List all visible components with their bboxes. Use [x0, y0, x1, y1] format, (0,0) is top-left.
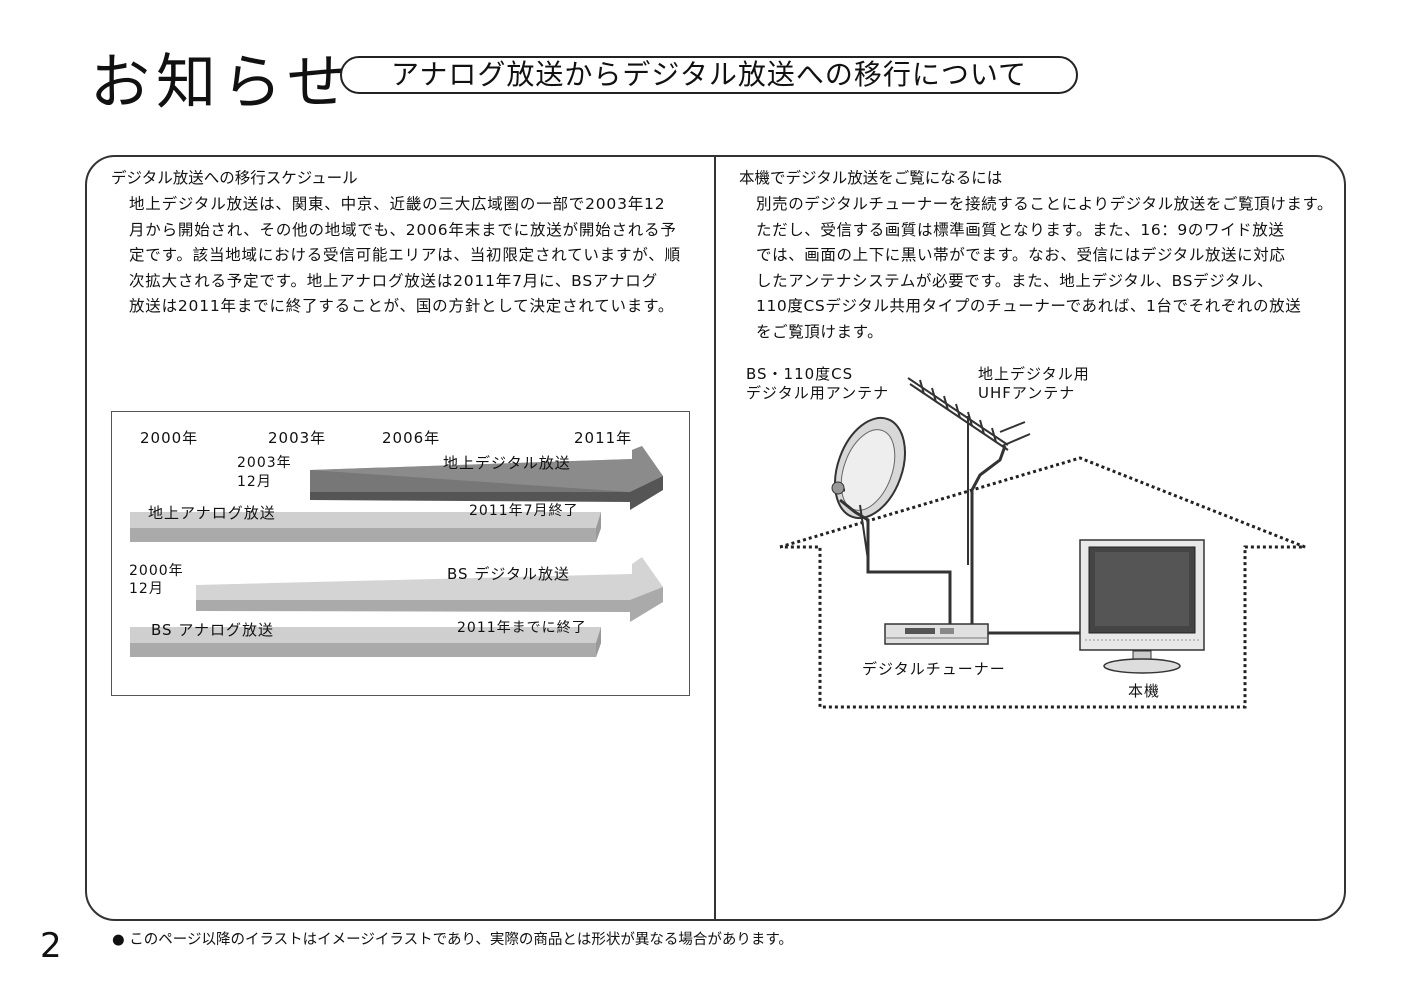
bs-analog-label: BS アナログ放送 [151, 621, 275, 639]
page-number: 2 [40, 926, 62, 966]
terrestrial-digital-start-month: 12月 [237, 474, 272, 490]
timeline-year: 2006年 [382, 429, 441, 447]
right-paragraph-line: 110度CSデジタル共用タイプのチューナーであれば、1台でそれぞれの放送 [756, 297, 1302, 315]
left-paragraph-line: 月から開始され、その他の地域でも、2006年末までに放送が開始される予 [129, 220, 677, 239]
terrestrial-analog-bar [130, 512, 601, 528]
column-divider [714, 156, 716, 920]
bs-digital-arrow [196, 557, 663, 617]
right-paragraph: 別売のデジタルチューナーを接続することによりデジタル放送をご覧頂けます。 ただし… [756, 192, 1334, 345]
left-paragraph-line: 次拡大される予定です。地上アナログ放送は2011年7月に、BSアナログ [129, 271, 658, 290]
timeline-year: 2003年 [268, 429, 327, 447]
bs-digital-start-year: 2000年 [129, 563, 184, 579]
tv-label: 本機 [1128, 682, 1161, 700]
bs-digital-label: BS デジタル放送 [447, 565, 571, 583]
tuner-label: デジタルチューナー [862, 660, 1006, 678]
dish-antenna-label-line2: デジタル用アンテナ [746, 384, 890, 402]
left-paragraph: 地上デジタル放送は、関東、中京、近畿の三大広域圏の一部で2003年12 月から開… [129, 192, 699, 320]
right-paragraph-line: をご覧頂けます。 [756, 322, 884, 341]
right-paragraph-line: では、画面の上下に黒い帯がでます。なお、受信にはデジタル放送に対応 [756, 246, 1286, 264]
antenna-diagram [779, 377, 1306, 709]
timeline-arrows [130, 446, 663, 657]
uhf-antenna-label-line2: UHFアンテナ [978, 384, 1076, 402]
dish-antenna-label-line1: BS・110度CS [746, 365, 854, 383]
left-paragraph-line: 放送は2011年までに終了することが、国の方針として決定されています。 [129, 297, 675, 315]
right-paragraph-line: 別売のデジタルチューナーを接続することによりデジタル放送をご覧頂けます。 [756, 195, 1334, 213]
uhf-antenna-icon [907, 377, 1031, 565]
tv-icon [1079, 539, 1205, 674]
page-title: お知らせ [90, 48, 353, 118]
terrestrial-analog-label: 地上アナログ放送 [148, 504, 276, 522]
page-subtitle: アナログ放送からデジタル放送への移行について [340, 56, 1078, 94]
left-paragraph-line: 定です。該当地域における受信可能エリアは、当初限定されていますが、順 [129, 246, 681, 264]
timeline-diagram: 2000年 2003年 2006年 2011年 2003年 12月 地上デジタル… [111, 411, 690, 696]
terrestrial-digital-label: 地上デジタル放送 [443, 454, 571, 472]
footnote: ● このページ以降のイラストはイメージイラストであり、実際の商品とは形状が異なる… [112, 932, 793, 948]
uhf-cable [970, 445, 1007, 633]
timeline-year: 2011年 [574, 429, 633, 447]
bs-digital-start-month: 12月 [129, 581, 164, 597]
digital-tuner-icon [884, 623, 989, 645]
left-heading: デジタル放送への移行スケジュール [111, 169, 358, 187]
timeline-year: 2000年 [140, 429, 199, 447]
bs-analog-bar [130, 627, 601, 643]
dish-antenna-icon [831, 416, 906, 561]
house-outline [779, 456, 1306, 709]
right-paragraph-line: したアンテナシステムが必要です。また、地上デジタル、BSデジタル、 [756, 271, 1274, 290]
terrestrial-digital-start-year: 2003年 [237, 455, 292, 471]
dish-cable [839, 498, 952, 633]
bs-analog-end: 2011年までに終了 [457, 620, 587, 636]
left-paragraph-line: 地上デジタル放送は、関東、中京、近畿の三大広域圏の一部で2003年12 [129, 195, 666, 213]
right-paragraph-line: ただし、受信する画質は標準画質となります。また、16：9のワイド放送 [756, 220, 1285, 239]
right-heading: 本機でデジタル放送をご覧になるには [739, 169, 1003, 187]
terrestrial-analog-end: 2011年7月終了 [469, 503, 579, 519]
uhf-antenna-label-line1: 地上デジタル用 [978, 365, 1090, 383]
